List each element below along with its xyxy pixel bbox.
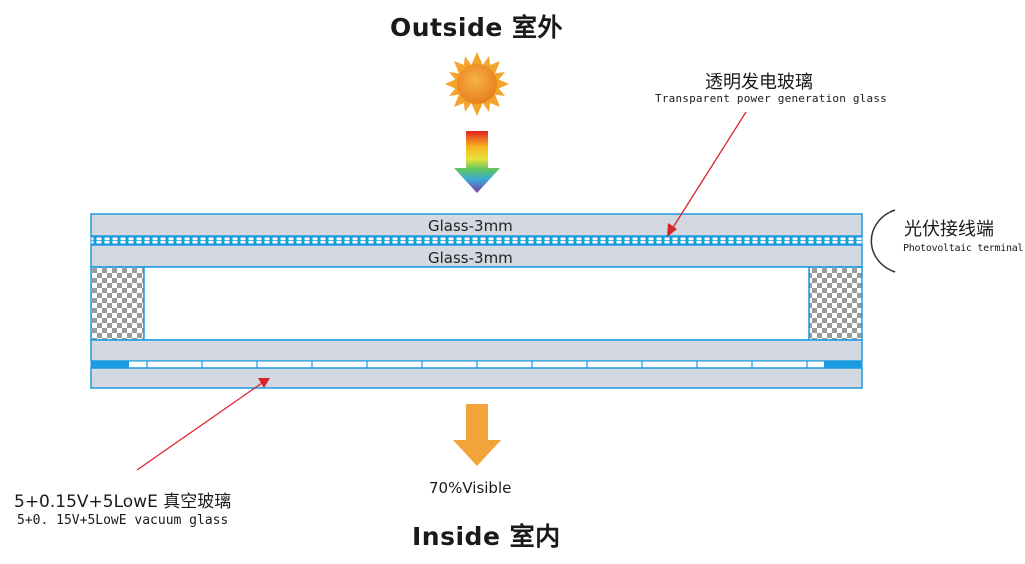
pointer-arrow-power-glass — [667, 111, 747, 237]
vacuum-en-label: 5+0. 15V+5LowE vacuum glass — [17, 513, 229, 528]
terminal-cn-label: 光伏接线端 — [904, 219, 994, 240]
glass-second-label: Glass-3mm — [428, 249, 513, 267]
glass-top-label: Glass-3mm — [428, 217, 513, 235]
visible-label: 70%Visible — [429, 479, 512, 497]
down-arrow-icon — [453, 404, 501, 466]
vacuum-glass-lower — [90, 367, 863, 389]
spacer-right — [808, 266, 863, 341]
vacuum-cn-label: 5+0.15V+5LowE 真空玻璃 — [14, 492, 232, 512]
power-glass-cn-label: 透明发电玻璃 — [705, 72, 813, 93]
outside-label: Outside 室外 — [390, 13, 564, 42]
power-glass-en-label: Transparent power generation glass — [655, 92, 887, 105]
inside-label: Inside 室内 — [412, 522, 561, 551]
pointer-arrow-vacuum-glass — [136, 378, 270, 471]
terminal-en-label: Photovoltaic terminal — [903, 243, 1024, 254]
terminal-arc — [870, 209, 896, 273]
spectrum-arrow-icon — [454, 131, 500, 193]
sun-icon — [445, 52, 509, 116]
vacuum-glass-upper — [90, 339, 863, 362]
air-cavity — [143, 266, 810, 341]
spacer-left — [90, 266, 145, 341]
